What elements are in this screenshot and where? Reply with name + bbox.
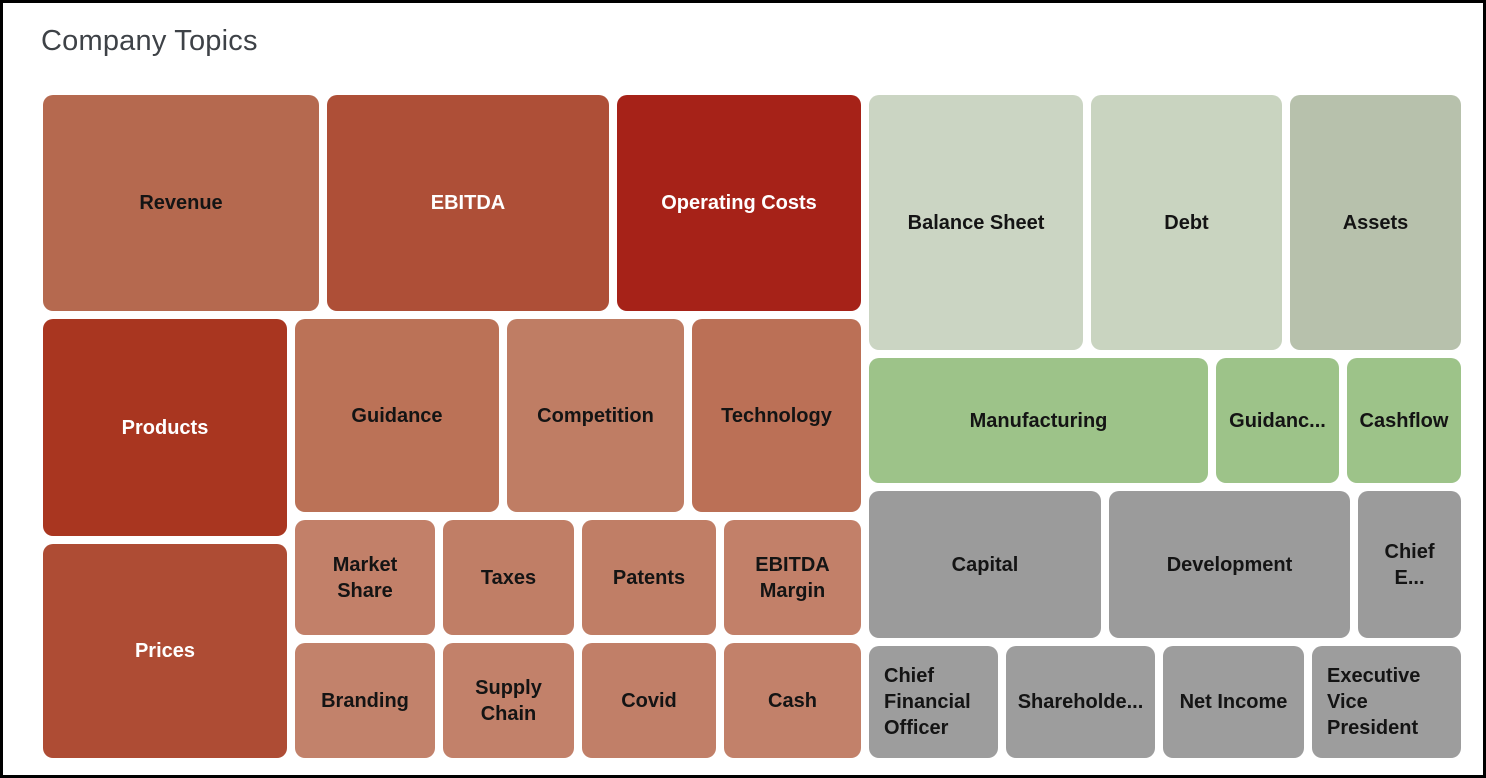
treemap-tile-label: Prices	[134, 640, 196, 662]
treemap-tile-label: Technology	[721, 404, 832, 427]
treemap-tile-chief-e[interactable]: Chief E...	[1358, 491, 1461, 638]
treemap-tile-label: Net Income	[1179, 691, 1288, 713]
treemap-tile-guidanc[interactable]: Guidanc...	[1216, 358, 1339, 483]
treemap-tile-products[interactable]: Products	[43, 319, 287, 536]
treemap-tile-chief-financial-officer[interactable]: Chief Financial Officer	[869, 646, 998, 758]
treemap-tile-ebitda[interactable]: EBITDA	[327, 95, 609, 311]
treemap-tile-label: Debt	[1164, 211, 1209, 234]
treemap-tile-label: Taxes	[480, 566, 537, 589]
treemap-tile-manufacturing[interactable]: Manufacturing	[869, 358, 1208, 483]
treemap-tile-competition[interactable]: Competition	[507, 319, 684, 512]
treemap-tile-prices[interactable]: Prices	[43, 544, 287, 758]
treemap-tile-cashflow[interactable]: Cashflow	[1347, 358, 1461, 483]
treemap-tile-label: Guidance	[351, 404, 443, 427]
treemap-tile-label: Chief Financial Officer	[884, 665, 971, 739]
treemap-tile-label: Branding	[321, 689, 409, 712]
treemap-tile-label: Revenue	[139, 192, 223, 214]
treemap-tile-label: EBITDA	[430, 192, 506, 214]
treemap-tile-executive-vice-president[interactable]: Executive Vice President	[1312, 646, 1461, 758]
treemap-tile-label: Guidanc...	[1229, 409, 1326, 432]
treemap-tile-label: Balance Sheet	[907, 211, 1045, 234]
treemap-tile-cash[interactable]: Cash	[724, 643, 861, 758]
treemap-tile-label: Development	[1166, 553, 1293, 576]
treemap-tile-taxes[interactable]: Taxes	[443, 520, 574, 635]
treemap-tile-label: Capital	[951, 553, 1019, 576]
treemap-tile-ebitda-margin[interactable]: EBITDA Margin	[724, 520, 861, 635]
treemap-tile-label: Patents	[612, 566, 686, 589]
treemap-tile-label: Cashflow	[1359, 409, 1449, 432]
treemap-tile-label: Operating Costs	[661, 192, 817, 214]
treemap-tile-label: Manufacturing	[969, 409, 1108, 432]
treemap-tile-label: Chief E...	[1384, 540, 1435, 589]
treemap-tile-label: Assets	[1342, 211, 1409, 234]
treemap-tile-development[interactable]: Development	[1109, 491, 1350, 638]
treemap-tile-branding[interactable]: Branding	[295, 643, 435, 758]
treemap-tile-label: EBITDA Margin	[755, 553, 830, 602]
treemap-tile-label: Products	[121, 416, 209, 439]
treemap-tile-label: Covid	[621, 689, 677, 712]
treemap-tile-market-share[interactable]: Market Share	[295, 520, 435, 635]
treemap-tile-supply-chain[interactable]: Supply Chain	[443, 643, 574, 758]
treemap-tile-debt[interactable]: Debt	[1091, 95, 1282, 350]
treemap-tile-label: Supply Chain	[475, 676, 542, 725]
treemap-tile-capital[interactable]: Capital	[869, 491, 1101, 638]
treemap-tile-revenue[interactable]: Revenue	[43, 95, 319, 311]
treemap-tile-covid[interactable]: Covid	[582, 643, 716, 758]
treemap-tile-label: Market Share	[332, 553, 398, 602]
treemap-tile-net-income[interactable]: Net Income	[1163, 646, 1304, 758]
page-title: Company Topics	[41, 25, 258, 57]
treemap-tile-assets[interactable]: Assets	[1290, 95, 1461, 350]
treemap-tile-operating-costs[interactable]: Operating Costs	[617, 95, 861, 311]
treemap-tile-label: Cash	[768, 689, 817, 712]
treemap-tile-technology[interactable]: Technology	[692, 319, 861, 512]
treemap-tile-label: Executive Vice President	[1327, 665, 1421, 739]
treemap-tile-balance-sheet[interactable]: Balance Sheet	[869, 95, 1083, 350]
treemap-tile-label: Shareholde...	[1017, 691, 1144, 713]
treemap-tile-patents[interactable]: Patents	[582, 520, 716, 635]
treemap-tile-shareholde[interactable]: Shareholde...	[1006, 646, 1155, 758]
treemap-tile-guidance[interactable]: Guidance	[295, 319, 499, 512]
treemap-tile-label: Competition	[537, 404, 654, 427]
